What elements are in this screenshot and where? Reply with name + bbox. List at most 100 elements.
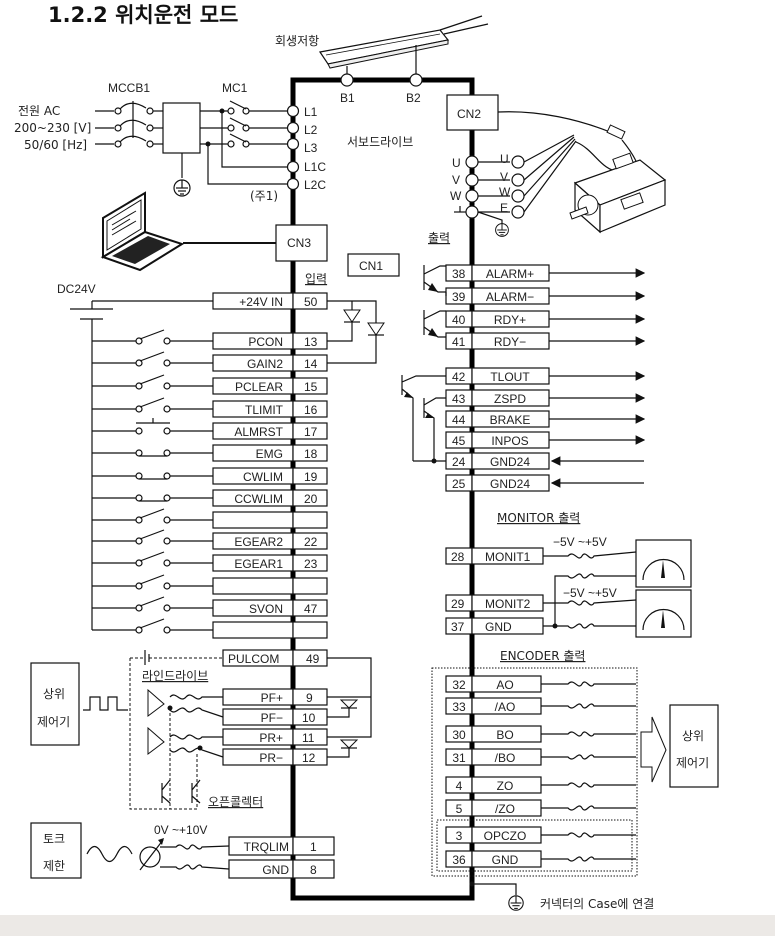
output-pin-number: 45 [452, 434, 466, 448]
input-pin-box [292, 511, 328, 529]
terminal-b1 [340, 73, 354, 87]
encoder-group-outline [431, 667, 638, 877]
encoder-signal-name: /ZO [495, 802, 515, 816]
case-ground-note: 커넥터의 Case에 연결 [540, 897, 654, 911]
pulse-signal-name: PF− [261, 711, 283, 725]
input-pin-number: 15 [304, 380, 318, 394]
encoder-signal-name: /BO [495, 751, 516, 765]
cable-e: E [500, 201, 508, 215]
terminal-u: U [452, 156, 461, 170]
pulse-pin-number: 11 [302, 731, 315, 745]
monitor-pin-number: 37 [451, 620, 465, 634]
note-1: (주1) [250, 189, 278, 203]
input-pin-number: 17 [304, 425, 318, 439]
monitor-range-1: −5V ~+5V [553, 535, 607, 549]
regen-resistor-label: 회생저항 [275, 34, 319, 48]
encoder-pin-row: 31/BO [445, 748, 636, 766]
output-signal-name: GND24 [490, 477, 530, 491]
torque-pin-number: 1 [310, 840, 317, 854]
input-pin-box [292, 400, 328, 418]
cn2-label: CN2 [457, 107, 481, 121]
input-pin-box [292, 489, 328, 507]
pulse-pin-box [292, 708, 328, 726]
pulse-pin-number: 9 [306, 691, 313, 705]
input-pin-box [292, 577, 328, 595]
input-signal-name: PCLEAR [235, 380, 283, 394]
input-pin-row [92, 618, 328, 639]
page-bottom-strip [0, 915, 775, 936]
motor-terminals [454, 134, 577, 237]
output-pin-number: 39 [452, 290, 466, 304]
noise-filter-box [162, 102, 201, 154]
output-pin-number: 42 [452, 370, 466, 384]
encoder-signal-name: BO [496, 728, 513, 742]
host-controller-box [30, 662, 80, 746]
pulse-pin-number: 12 [302, 751, 316, 765]
input-signal-box [212, 577, 294, 595]
output-signal-name: TLOUT [490, 370, 530, 384]
encoder-pin-number: 36 [452, 853, 466, 867]
output-signal-box [471, 452, 550, 470]
monitor-range-2: −5V ~+5V [563, 586, 617, 600]
servo-motor-icon [497, 111, 667, 234]
input-pin-box [292, 532, 328, 550]
encoder-host-label-1: 상위 [682, 729, 704, 743]
input-signal-name: TLIMIT [245, 403, 284, 417]
input-pin-number: 13 [304, 335, 318, 349]
input-signal-name: +24V IN [239, 295, 283, 309]
encoder-pin-number: 30 [452, 728, 466, 742]
opczo-group-outline [436, 819, 633, 872]
torque-pin-box [292, 836, 335, 856]
input-pin-row: PCON 13 [92, 329, 328, 350]
input-signal-name: EGEAR1 [234, 557, 283, 571]
terminal-l3: L3 [304, 141, 318, 155]
encoder-signal-name: /AO [495, 700, 516, 714]
twisted-pair [541, 703, 636, 709]
twisted-pair [541, 681, 636, 687]
power-wiring [95, 100, 287, 197]
input-pin-row [92, 574, 328, 595]
terminal-l1c: L1C [304, 160, 326, 174]
input-signal-name: SVON [249, 602, 283, 616]
input-signal-name: ALMRST [234, 425, 283, 439]
monitor-signal-name: GND [485, 620, 512, 634]
servo-drive-outline [290, 77, 475, 901]
output-pin-number: 24 [452, 455, 466, 469]
input-pin-box [292, 377, 328, 395]
input-pin-number: 20 [304, 492, 318, 506]
cable-w: W [499, 185, 511, 199]
twisted-pair [541, 754, 636, 760]
encoder-host-box [669, 704, 719, 788]
pulse-pin-box [292, 649, 328, 667]
terminal-l2: L2 [304, 123, 318, 137]
input-signal-name: PCON [248, 335, 283, 349]
label-b2: B2 [406, 91, 421, 105]
encoder-host-label-2: 제어기 [676, 756, 709, 770]
terminal-l1: L1 [304, 105, 318, 119]
terminal-b2 [409, 73, 423, 87]
cn1-box [347, 253, 400, 277]
pulse-pin-number: 49 [306, 652, 320, 666]
input-signal-name: GAIN2 [247, 357, 283, 371]
laptop-icon [100, 191, 185, 272]
output-signal-name: GND24 [490, 455, 530, 469]
encoder-pin-number: 5 [456, 802, 463, 816]
output-signal-name: ALARM+ [486, 267, 534, 281]
input-signal-name: EGEAR2 [234, 535, 283, 549]
input-pin-row [92, 508, 328, 529]
cable-u: U [500, 152, 509, 166]
output-pin-number: 44 [452, 413, 466, 427]
encoder-signal-name: GND [492, 853, 519, 867]
cn2-box [446, 94, 499, 131]
